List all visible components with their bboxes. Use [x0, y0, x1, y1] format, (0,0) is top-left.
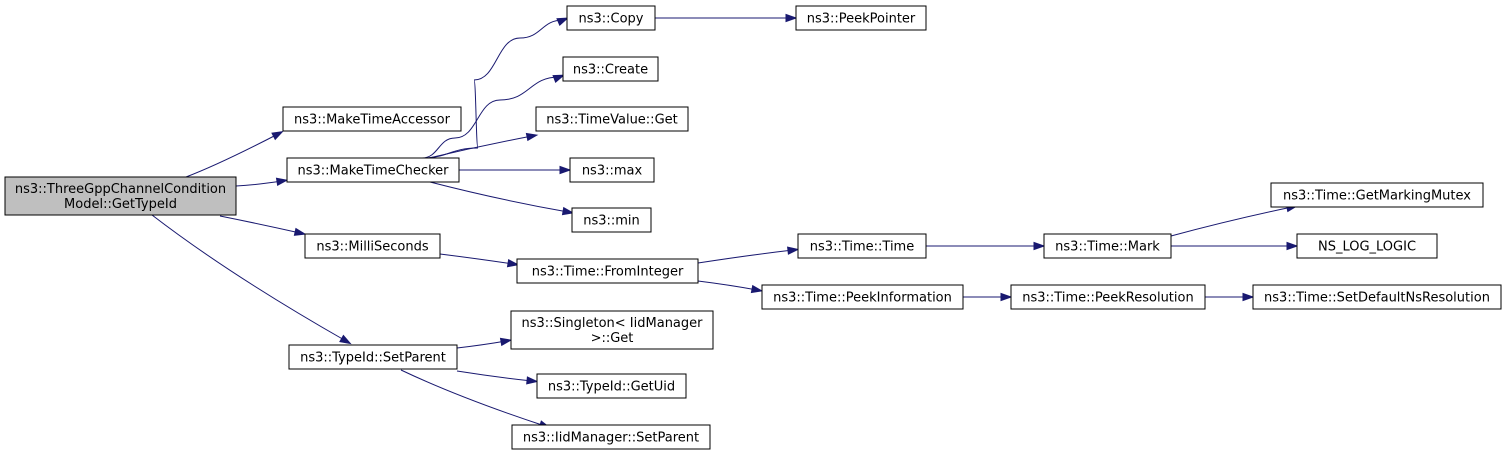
edge-make_time_checker-to-copy	[420, 17, 569, 159]
node-box	[562, 56, 659, 82]
node-label: NS_LOG_LOGIC	[1318, 240, 1416, 255]
node-box	[304, 233, 441, 259]
node-box	[511, 424, 711, 450]
node-make-time-accessor[interactable]: ns3::MakeTimeAccessor	[282, 106, 462, 132]
node-box	[1296, 233, 1438, 259]
node-make-time-checker[interactable]: ns3::MakeTimeChecker	[286, 157, 460, 183]
node-box	[795, 5, 927, 31]
node-label: ns3::TypeId::SetParent	[300, 351, 446, 366]
node-label: Model::GetTypeId	[64, 197, 177, 212]
edge-make_time_checker-to-create	[421, 74, 566, 159]
node-label: ns3::IidManager::SetParent	[523, 431, 699, 446]
node-box	[1270, 182, 1484, 208]
node-box	[569, 157, 655, 183]
node-copy[interactable]: ns3::Copy	[566, 5, 656, 31]
node-label: ns3::PeekPointer	[807, 12, 916, 27]
node-label: ns3::Time::PeekInformation	[773, 291, 952, 306]
node-label: ns3::TimeValue::Get	[546, 113, 678, 128]
edge-time_time-to-time_mark	[925, 241, 1046, 251]
node-label: ns3::MakeTimeAccessor	[294, 113, 451, 128]
edge-root-to-make_time_accessor	[185, 131, 284, 178]
node-box	[566, 5, 656, 31]
node-label: ns3::Create	[573, 63, 648, 78]
node-time-peek-information[interactable]: ns3::Time::PeekInformation	[761, 284, 964, 310]
edge-typeid_set_parent-to-singleton_get	[456, 337, 513, 349]
node-create[interactable]: ns3::Create	[562, 56, 659, 82]
edge-time_from_integer-to-time_time	[697, 246, 800, 264]
edge-copy-to-peek_pointer	[655, 13, 798, 23]
node-ns-log-logic[interactable]: NS_LOG_LOGIC	[1296, 233, 1438, 259]
node-time-from-integer[interactable]: ns3::Time::FromInteger	[516, 258, 699, 284]
node-label: ns3::TypeId::GetUid	[548, 380, 675, 395]
edge-typeid_set_parent-to-typeid_get_uid	[456, 370, 539, 385]
node-time-mark[interactable]: ns3::Time::Mark	[1043, 233, 1172, 259]
node-box	[535, 106, 689, 132]
edge-time_mark-to-ns_log_logic	[1171, 241, 1299, 251]
node-label: >::Get	[591, 331, 634, 346]
node-box	[286, 157, 460, 183]
node-typeid-get-uid[interactable]: ns3::TypeId::GetUid	[536, 373, 687, 399]
node-label: ns3::Time::Time	[810, 240, 914, 255]
node-box	[4, 176, 237, 216]
edge-milli_seconds-to-time_from_integer	[439, 253, 520, 268]
node-box	[1010, 284, 1206, 310]
edge-time_peek_information-to-time_peek_resolution	[963, 292, 1013, 302]
node-label: ns3::Time::SetDefaultNsResolution	[1264, 291, 1490, 306]
node-singleton-get[interactable]: ns3::Singleton< IidManager >::Get	[510, 310, 714, 350]
node-max[interactable]: ns3::max	[569, 157, 655, 183]
node-label: ns3::Time::Mark	[1055, 240, 1160, 255]
node-time-time[interactable]: ns3::Time::Time	[797, 233, 927, 259]
node-time-peek-resolution[interactable]: ns3::Time::PeekResolution	[1010, 284, 1206, 310]
node-box	[282, 106, 462, 132]
edge-time_from_integer-to-time_peek_information	[697, 280, 764, 294]
edge-time_peek_resolution-to-time_set_default_ns_resolution	[1205, 292, 1255, 302]
node-box	[288, 344, 458, 370]
node-box	[797, 233, 927, 259]
node-label: ns3::Time::PeekResolution	[1022, 291, 1193, 306]
node-label: ns3::MilliSeconds	[316, 240, 429, 255]
node-label: ns3::Time::GetMarkingMutex	[1283, 189, 1471, 204]
edge-time_mark-to-time_get_marking_mutex	[1170, 204, 1299, 237]
node-label: ns3::Time::FromInteger	[532, 265, 684, 280]
node-label: ns3::MakeTimeChecker	[298, 164, 450, 179]
call-graph-edges	[151, 13, 1299, 429]
node-label: ns3::Copy	[578, 12, 643, 27]
edge-make_time_checker-to-min	[429, 181, 575, 216]
node-box	[1043, 233, 1172, 259]
node-label: ns3::ThreeGppChannelCondition	[15, 182, 226, 197]
node-time-value-get[interactable]: ns3::TimeValue::Get	[535, 106, 689, 132]
node-box	[571, 207, 652, 233]
edge-root-to-make_time_checker	[235, 177, 289, 187]
node-time-set-default-ns-resolution[interactable]: ns3::Time::SetDefaultNsResolution	[1252, 284, 1502, 310]
node-peek-pointer[interactable]: ns3::PeekPointer	[795, 5, 927, 31]
node-milli-seconds[interactable]: ns3::MilliSeconds	[304, 233, 441, 259]
node-box	[1252, 284, 1502, 310]
node-box	[761, 284, 964, 310]
node-min[interactable]: ns3::min	[571, 207, 652, 233]
node-label: ns3::Singleton< IidManager	[521, 316, 703, 331]
node-box	[536, 373, 687, 399]
edge-make_time_checker-to-max	[459, 165, 572, 175]
node-box	[516, 258, 699, 284]
edge-make_time_checker-to-time_value_get	[428, 132, 539, 159]
node-time-get-marking-mutex[interactable]: ns3::Time::GetMarkingMutex	[1270, 182, 1484, 208]
node-iid-manager-set-parent[interactable]: ns3::IidManager::SetParent	[511, 424, 711, 450]
node-label: ns3::min	[583, 214, 640, 229]
edge-root-to-milli_seconds	[219, 215, 307, 236]
node-root[interactable]: ns3::ThreeGppChannelConditionModel::GetT…	[4, 176, 237, 216]
call-graph-nodes: ns3::ThreeGppChannelConditionModel::GetT…	[4, 5, 1502, 450]
node-box	[510, 310, 714, 350]
node-typeid-set-parent[interactable]: ns3::TypeId::SetParent	[288, 344, 458, 370]
edge-root-to-typeid_set_parent	[151, 214, 352, 345]
node-label: ns3::max	[582, 164, 643, 179]
